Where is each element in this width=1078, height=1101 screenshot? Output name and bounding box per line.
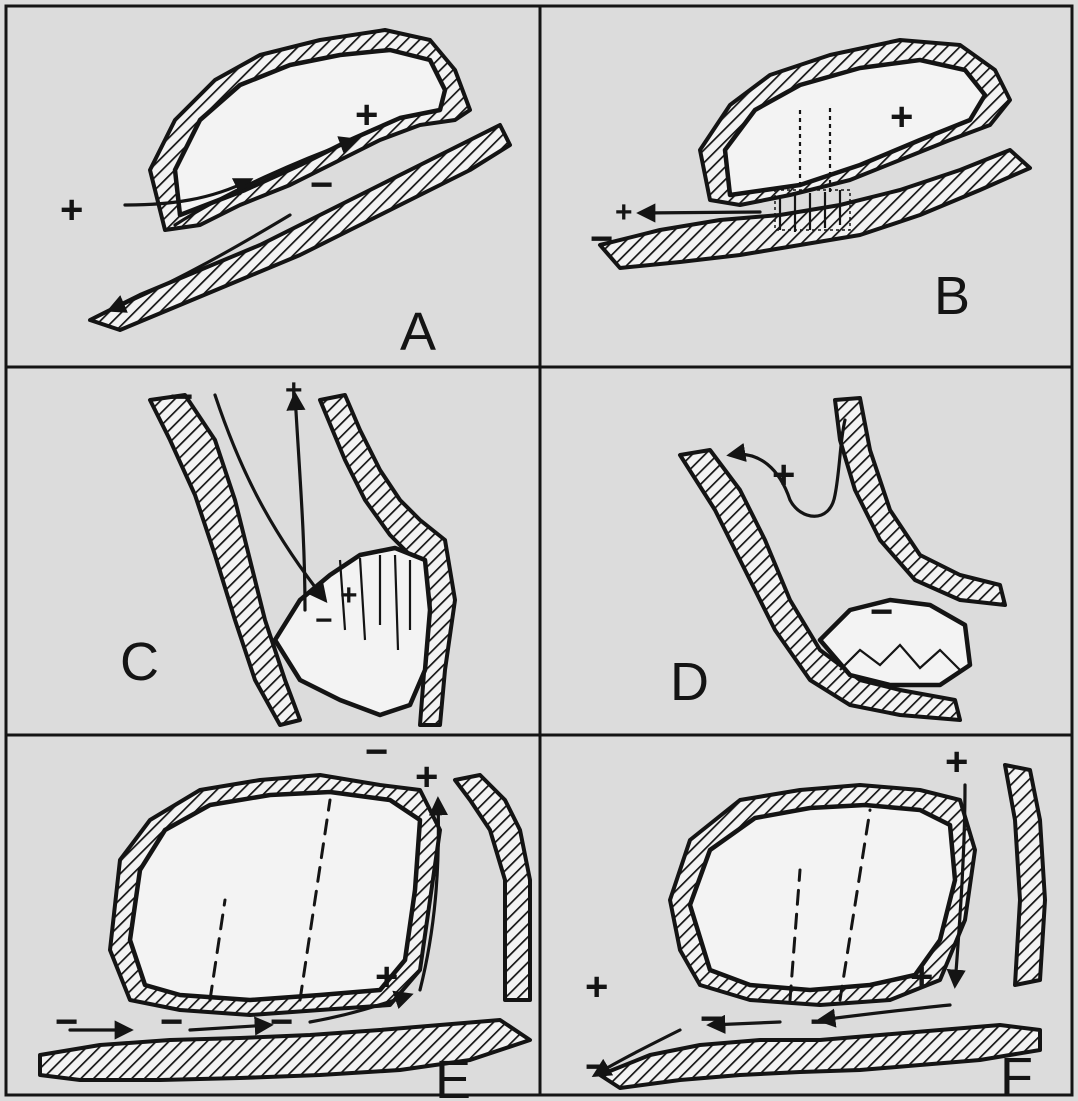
sign-minus-f3: − — [585, 1045, 608, 1089]
sign-minus-c2: − — [315, 604, 333, 637]
rock-wall-left — [150, 395, 300, 725]
panel-letter-f: F — [1000, 1047, 1033, 1101]
panel-f: + + + − − − F — [585, 740, 1045, 1101]
sign-minus-a: − — [310, 163, 333, 207]
sign-minus-e2: − — [160, 1000, 183, 1044]
rock-wall-right — [455, 775, 530, 1000]
panel-letter-b: B — [934, 266, 970, 326]
panel-letter-d: D — [670, 652, 709, 712]
sign-plus-b2: + — [615, 196, 633, 229]
sign-plus-c1: + — [285, 374, 303, 407]
sign-minus-c1: − — [170, 375, 193, 419]
sign-minus-e1: − — [55, 1000, 78, 1044]
sign-plus-e-top: + — [415, 755, 438, 799]
panel-c: − + + − C — [120, 374, 455, 725]
sign-minus-f2: − — [700, 997, 723, 1041]
panel-letter-c: C — [120, 632, 159, 692]
flow-arrow-b — [640, 212, 760, 213]
rock-wall-right — [835, 398, 1005, 605]
flow-arrow-f2 — [820, 1005, 950, 1020]
rock-wall-right — [1005, 765, 1045, 985]
panel-e: − + + − − − E — [40, 730, 530, 1101]
panel-d: + − D — [670, 398, 1005, 720]
sign-plus-c2: + — [340, 579, 358, 612]
panel-b: + + − B — [590, 40, 1030, 326]
sign-minus-e3: − — [270, 1000, 293, 1044]
sign-plus-f-left: + — [585, 965, 608, 1009]
sign-minus-f1: − — [810, 1000, 833, 1044]
panel-a: + + − A — [60, 30, 510, 362]
sign-minus-d: − — [870, 590, 893, 634]
sign-plus-f-top: + — [945, 740, 968, 784]
flow-arrow-c2 — [295, 395, 305, 610]
sign-plus-f-mid: + — [910, 955, 933, 999]
sign-minus-b: − — [590, 217, 613, 261]
sign-plus-b1: + — [890, 95, 913, 139]
sign-plus-e-mid: + — [375, 955, 398, 999]
sign-plus-d: + — [772, 453, 795, 497]
panel-letter-e: E — [435, 1050, 471, 1101]
flow-arrow-e2 — [190, 1025, 270, 1030]
sign-plus-a2: + — [355, 93, 378, 137]
panel-letter-a: A — [400, 302, 436, 362]
sign-plus-a1: + — [60, 188, 83, 232]
cave-chamber — [275, 548, 430, 715]
sign-minus-e-top: − — [365, 730, 388, 774]
